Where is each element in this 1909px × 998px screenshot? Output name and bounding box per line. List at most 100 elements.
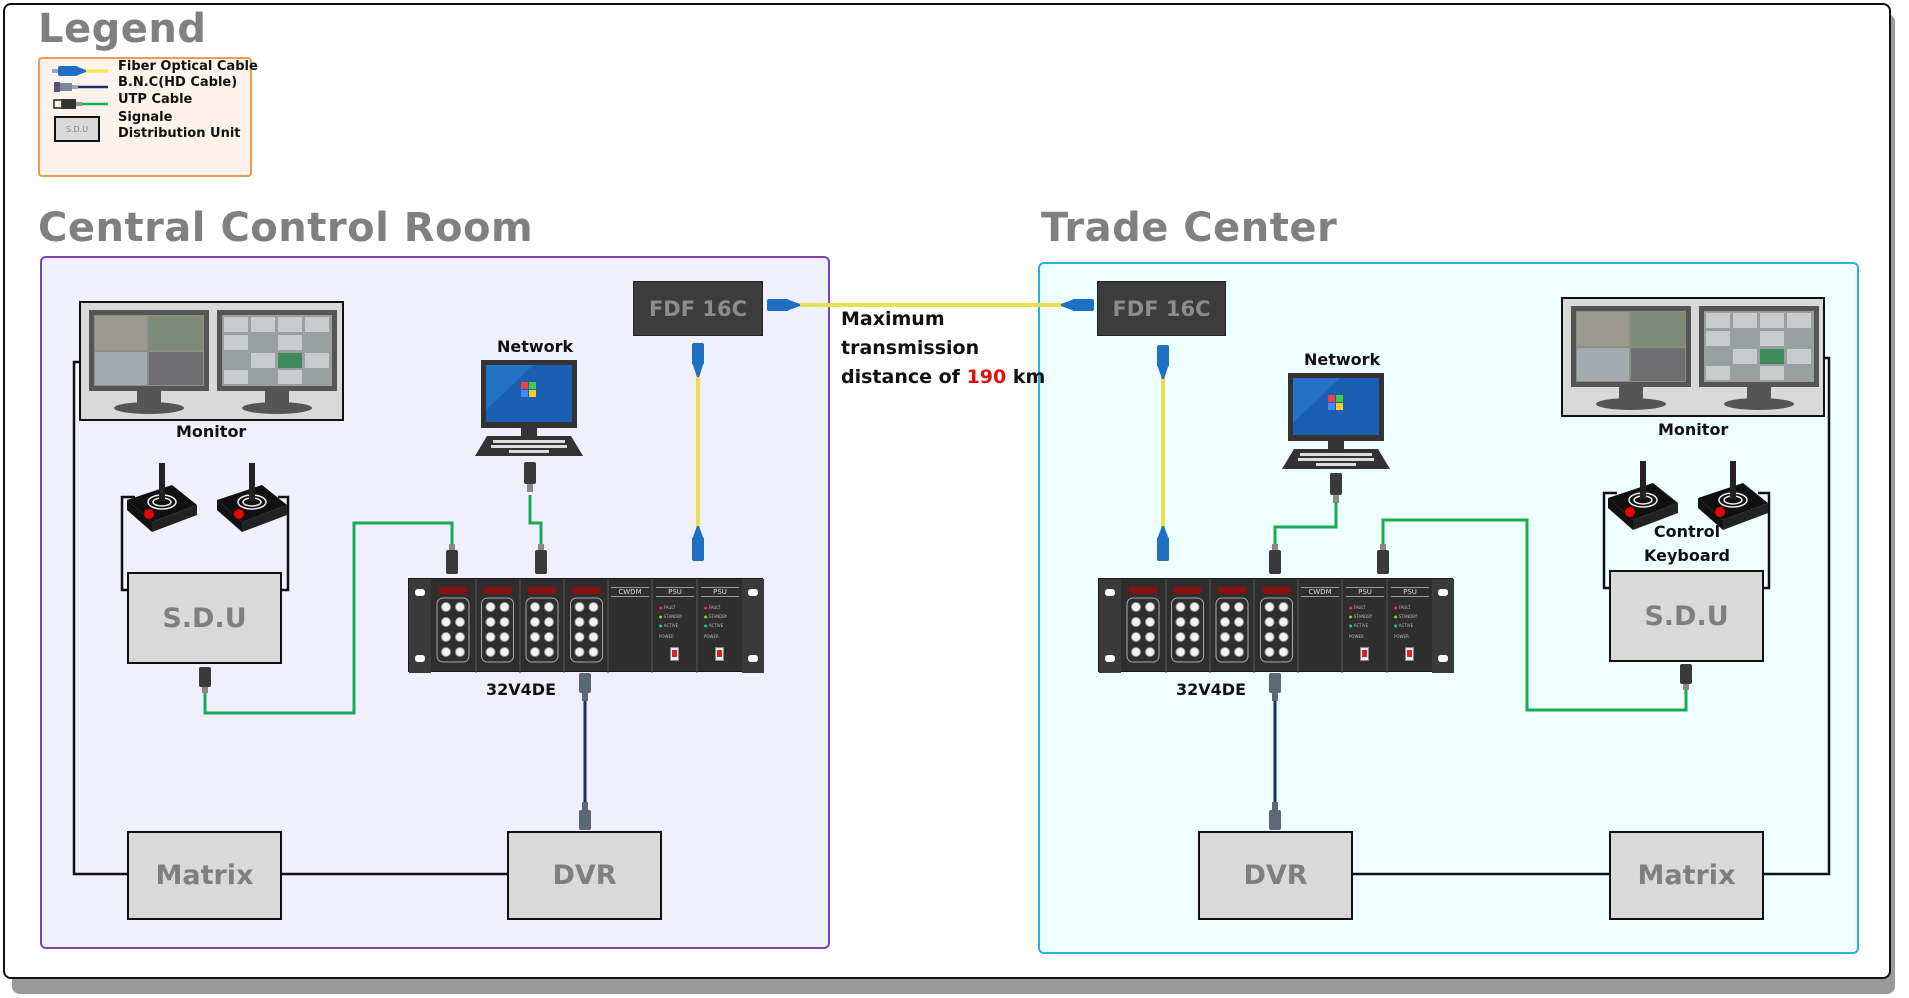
bnc-port	[455, 617, 465, 627]
port-bezel	[1260, 597, 1293, 663]
transmission-distance: 190	[966, 366, 1007, 388]
utp-cable-left-sdu	[203, 521, 454, 715]
bnc-port	[1145, 647, 1155, 657]
channel-display	[572, 587, 601, 594]
bnc-port	[574, 602, 585, 612]
bnc-port	[441, 632, 451, 642]
monitor-group-left	[79, 301, 344, 421]
port-bezel	[1126, 597, 1160, 663]
bnc-port	[544, 617, 554, 627]
led-fault-label: FAULT	[708, 605, 721, 610]
power-switch-icon	[1405, 647, 1414, 661]
led-active-label: ACTIVE	[708, 623, 724, 628]
bnc-module-group	[431, 579, 609, 673]
led-fault-label: FAULT	[1353, 605, 1366, 610]
bnc-port	[530, 617, 540, 627]
bnc-port	[588, 602, 599, 612]
control-line-right-keyboard	[1602, 491, 1617, 590]
psu-module-label: PSU	[701, 587, 739, 597]
monitor-label-right: Monitor	[1658, 420, 1729, 439]
bnc-port	[1220, 602, 1230, 612]
bnc-port	[1189, 617, 1200, 627]
bnc-port	[1264, 602, 1275, 612]
dvr-right: DVR	[1198, 831, 1353, 920]
joystick-icon	[122, 460, 202, 535]
psu-led-list: ● FAULT ● STANDBY ● ACTIVE POWER	[1349, 605, 1373, 639]
bnc-port	[1264, 632, 1275, 642]
joystick-icon	[1693, 458, 1773, 533]
cwdm-module-label: CWDM	[611, 587, 649, 597]
legend-label-fiber: Fiber Optical Cable	[118, 59, 258, 74]
channel-display	[1262, 587, 1291, 594]
bnc-port	[1175, 602, 1186, 612]
bnc-port	[455, 647, 465, 657]
bnc-port	[1220, 617, 1230, 627]
fdf-right: FDF 16C	[1097, 281, 1226, 336]
bnc-port	[1234, 647, 1244, 657]
channel-display	[1218, 587, 1246, 594]
bnc-port	[1264, 617, 1275, 627]
power-label: POWER	[1394, 634, 1409, 639]
bnc-port	[1220, 632, 1230, 642]
matrix-left: Matrix	[127, 831, 282, 920]
fiber-connector-icon	[50, 65, 110, 77]
bnc-port	[530, 602, 540, 612]
sdu-box-icon: S.D.U	[54, 116, 100, 142]
channel-display	[483, 587, 512, 594]
fiber-connector-icon	[692, 299, 1169, 561]
rack-label-right: 32V4DE	[1176, 680, 1246, 699]
room-title-right: Trade Center	[1041, 205, 1338, 251]
control-keyboard-label-line-2: Keyboard	[1644, 546, 1730, 565]
led-fault-label: FAULT	[663, 605, 676, 610]
bnc-port	[1145, 632, 1155, 642]
monitor-icon	[1571, 306, 1691, 411]
bnc-port	[574, 617, 585, 627]
led-standby-label: STANDBY	[708, 614, 728, 619]
power-label: POWER	[704, 634, 719, 639]
bnc-port	[1220, 647, 1230, 657]
led-standby-label: STANDBY	[1353, 614, 1373, 619]
control-keyboard-label: Control Keyboard	[1644, 520, 1730, 568]
legend-title: Legend	[38, 6, 207, 52]
bnc-port	[574, 632, 585, 642]
bnc-port	[1175, 647, 1186, 657]
computer-icon	[1280, 373, 1392, 475]
bnc-port	[1234, 632, 1244, 642]
port-bezel	[1171, 597, 1204, 663]
channel-display	[528, 587, 556, 594]
bnc-port	[1131, 617, 1141, 627]
rack-faceplate	[1099, 579, 1454, 673]
monitor-label-left: Monitor	[176, 422, 247, 441]
monitor-group-right	[1561, 297, 1825, 417]
led-active-label: ACTIVE	[1398, 623, 1414, 628]
bnc-port	[1145, 617, 1155, 627]
fdf-left: FDF 16C	[633, 281, 763, 336]
bnc-port	[1175, 617, 1186, 627]
bnc-port	[574, 647, 585, 657]
port-bezel	[1215, 597, 1249, 663]
computer-icon	[473, 360, 585, 462]
psu-module-label: PSU	[656, 587, 694, 597]
bnc-port	[544, 647, 554, 657]
bnc-port	[1264, 647, 1275, 657]
bnc-port	[1131, 632, 1141, 642]
bnc-port	[1278, 617, 1289, 627]
led-fault-label: FAULT	[1398, 605, 1411, 610]
room-title-left: Central Control Room	[38, 205, 534, 251]
bnc-port	[1189, 602, 1200, 612]
power-label: POWER	[659, 634, 674, 639]
psu-module-label: PSU	[1391, 587, 1429, 597]
video-line-right-monitor-matrix	[1764, 356, 1831, 876]
bnc-port	[1278, 602, 1289, 612]
control-keyboard-label-line-1: Control	[1653, 522, 1721, 541]
bnc-module-group	[1121, 579, 1299, 673]
bnc-port	[441, 602, 451, 612]
bnc-port	[499, 602, 510, 612]
bnc-port	[1131, 602, 1141, 612]
bnc-port	[441, 647, 451, 657]
rj45-connector-icon	[50, 98, 110, 110]
bnc-port	[485, 647, 496, 657]
rack-unit-left: CWDM PSU PSU ● FAULT ● STANDBY ● ACTIVE …	[408, 578, 764, 673]
bnc-connector-icon	[50, 81, 110, 93]
legend-label-bnc: B.N.C(HD Cable)	[118, 75, 238, 90]
